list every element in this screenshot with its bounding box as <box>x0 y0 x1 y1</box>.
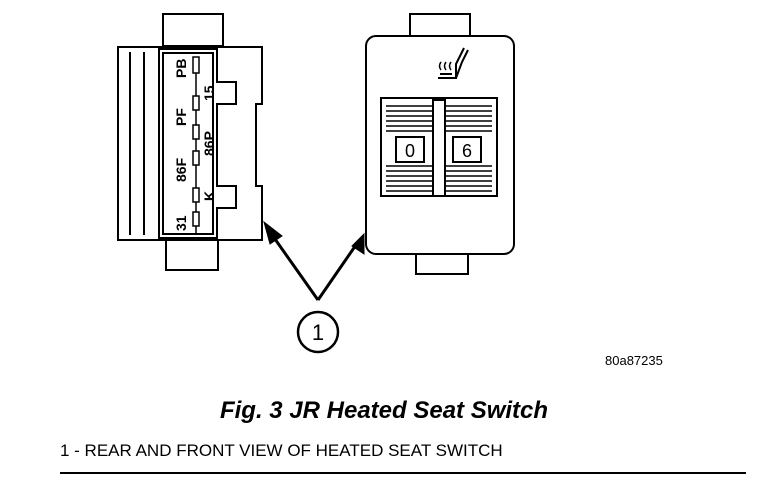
figure-title: Fig. 3 JR Heated Seat Switch <box>219 397 549 424</box>
legend-underline <box>60 472 746 474</box>
heated-seat-icon <box>438 47 469 79</box>
pin-label-15: 15 <box>201 85 217 101</box>
figure-code: 80a87235 <box>605 353 663 368</box>
rear-view-terminals <box>192 56 200 234</box>
pin-label-pf: PF <box>173 108 189 126</box>
pin-label-pb: PB <box>173 59 189 78</box>
switch-digit-right: 6 <box>462 141 472 161</box>
rear-view-connector <box>117 13 263 271</box>
switch-digit-left: 0 <box>405 141 415 161</box>
callout-circle <box>296 310 340 354</box>
callout-number: 1 <box>312 320 324 345</box>
pin-label-k: K <box>201 191 217 201</box>
front-view-switch <box>365 13 515 275</box>
pin-label-31: 31 <box>173 215 189 231</box>
callout-arrows <box>263 220 365 301</box>
figure-legend: 1 - REAR AND FRONT VIEW OF HEATED SEAT S… <box>60 441 503 460</box>
pin-label-86p: 86P <box>201 131 217 156</box>
pin-labels: PB 15 PF 86P 86F K 31 <box>173 59 217 231</box>
pin-label-86f: 86F <box>173 157 189 182</box>
